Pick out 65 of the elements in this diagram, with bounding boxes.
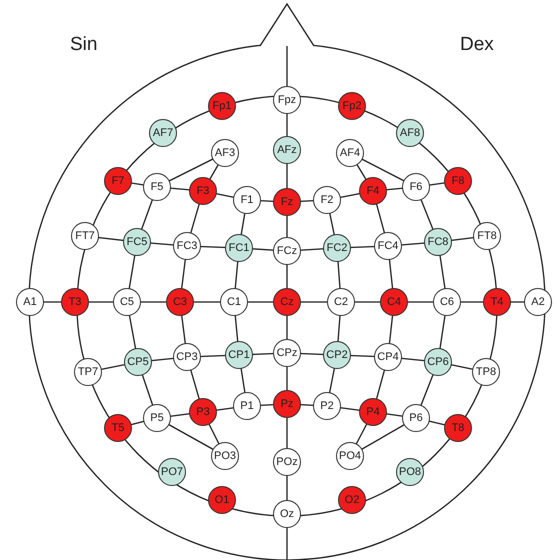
electrode-circle: F1: [233, 186, 261, 214]
electrode-circle: T5: [104, 414, 132, 442]
electrode-circle: C6: [433, 288, 461, 316]
electrode-circle: Cz: [273, 288, 301, 316]
electrode-circle: AFz: [273, 136, 301, 164]
electrode-circle: Pz: [273, 390, 301, 418]
electrode-circle: FC8: [424, 228, 452, 256]
electrode-circle: C4: [380, 288, 408, 316]
electrode-circle: CP3: [173, 343, 201, 371]
electrode-circle: F7: [104, 167, 132, 195]
electrode-circle: FC3: [173, 232, 201, 260]
electrode-circle: P6: [402, 404, 430, 432]
electrode-circle: CP5: [124, 348, 152, 376]
electrode-circle: CP6: [424, 348, 452, 376]
electrode-circle: FC2: [323, 234, 351, 262]
electrode-circle: PO4: [336, 442, 364, 470]
electrode-circle: FCz: [273, 237, 301, 265]
electrode-circle: C1: [220, 288, 248, 316]
electrode-circle: T8: [444, 414, 472, 442]
electrode-circle: C3: [166, 288, 194, 316]
electrode-circle: TP7: [74, 358, 102, 386]
electrode-circle: O1: [208, 486, 236, 514]
electrode-circle: FT7: [71, 222, 99, 250]
electrode-circle: FC5: [123, 228, 151, 256]
electrode-circle: F6: [402, 173, 430, 201]
electrode-circle: Fp2: [338, 92, 366, 120]
electrode-circle: FT8: [473, 222, 501, 250]
electrode-circle: C5: [113, 288, 141, 316]
electrode-circle: CP2: [323, 341, 351, 369]
electrode-circle: A2: [524, 288, 552, 316]
electrode-circle: CP4: [374, 343, 402, 371]
electrode-circle: O2: [338, 486, 366, 514]
electrode-circle: F4: [359, 177, 387, 205]
electrode-circle: F3: [189, 177, 217, 205]
electrode-circle: TP8: [472, 358, 500, 386]
electrode-circle: AF8: [396, 119, 424, 147]
electrode-circle: Fz: [273, 188, 301, 216]
electrode-circle: F5: [143, 173, 171, 201]
electrode-circle: F8: [444, 167, 472, 195]
electrode-circle: P3: [189, 398, 217, 426]
electrode-circle: Fpz: [273, 86, 301, 114]
electrode-circle: T4: [483, 288, 511, 316]
electrode-circle: P5: [143, 404, 171, 432]
electrode-circle: AF3: [211, 139, 239, 167]
electrode-circle: CPz: [273, 339, 301, 367]
electrode-circle: AF4: [336, 139, 364, 167]
electrode-circle: FC4: [374, 232, 402, 260]
side-label: Dex: [460, 34, 494, 56]
electrode-circle: PO7: [158, 458, 186, 486]
electrode-circle: P4: [359, 398, 387, 426]
electrode-circle: Oz: [273, 500, 301, 528]
electrode-circle: CP1: [225, 341, 253, 369]
electrode-circle: C2: [327, 288, 355, 316]
electrode-circle: PO8: [396, 458, 424, 486]
electrode-circle: PO3: [211, 442, 239, 470]
electrode-circle: F2: [313, 186, 341, 214]
side-label: Sin: [70, 34, 98, 56]
electrode-circle: T3: [61, 288, 89, 316]
electrode-circle: P1: [233, 392, 261, 420]
electrode-circle: FC1: [225, 234, 253, 262]
electrode-circle: Fp1: [208, 92, 236, 120]
electrode-circle: A1: [16, 288, 44, 316]
electrode-circle: P2: [313, 392, 341, 420]
electrode-circle: POz: [273, 448, 301, 476]
electrode-circle: AF7: [149, 119, 177, 147]
